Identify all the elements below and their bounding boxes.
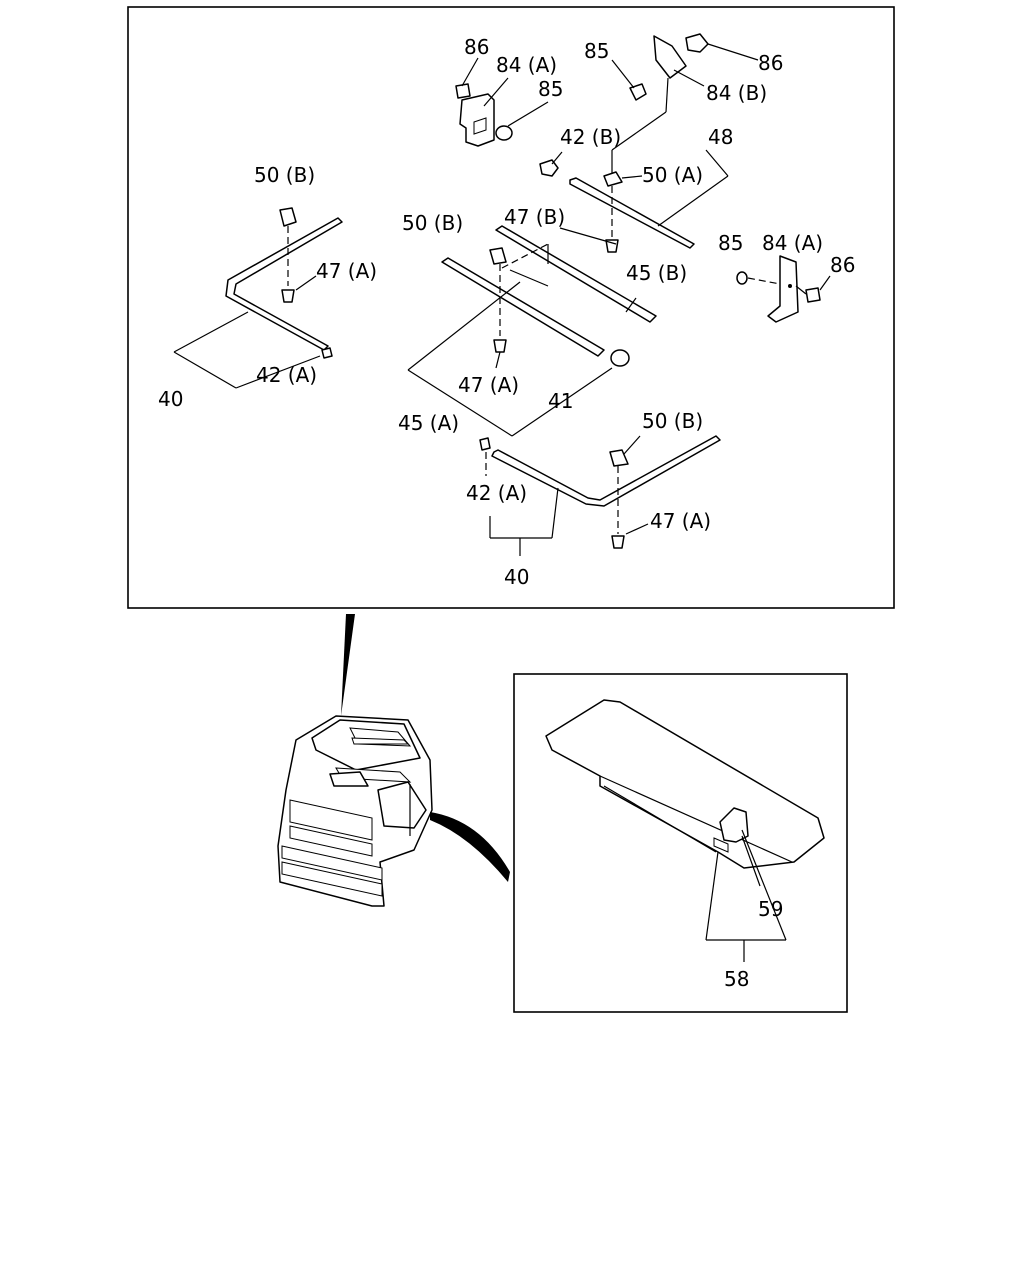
bracket-84a-right	[736, 255, 831, 323]
label-45a: 45 (A)	[398, 411, 459, 435]
detail-frame	[513, 673, 848, 1013]
label-42a: 42 (A)	[256, 363, 317, 387]
bracket-84a-top	[455, 83, 513, 147]
label-50a: 50 (A)	[642, 163, 703, 187]
label-47a: 47 (A)	[316, 259, 377, 283]
label-50b: 50 (B)	[402, 211, 463, 235]
label-42a: 42 (A)	[466, 481, 527, 505]
main-diagram-frame	[127, 6, 895, 609]
label-40: 40	[504, 565, 529, 589]
rail-48	[559, 149, 729, 253]
label-47a: 47 (A)	[650, 509, 711, 533]
label-84b: 84 (B)	[706, 81, 767, 105]
label-50b: 50 (B)	[254, 163, 315, 187]
label-48: 48	[708, 125, 733, 149]
label-59: 59	[758, 897, 783, 921]
label-47a: 47 (A)	[458, 373, 519, 397]
rail-40-left	[173, 207, 343, 389]
bracket-84b	[629, 33, 709, 101]
label-84a: 84 (A)	[762, 231, 823, 255]
label-41: 41	[548, 389, 573, 413]
rail-45a	[441, 257, 605, 357]
label-50b: 50 (B)	[642, 409, 703, 433]
label-84a: 84 (A)	[496, 53, 557, 77]
label-58: 58	[724, 967, 749, 991]
rail-40-bottom	[479, 435, 721, 556]
label-86: 86	[758, 51, 783, 75]
label-86: 86	[464, 35, 489, 59]
label-86: 86	[830, 253, 855, 277]
label-85: 85	[538, 77, 563, 101]
label-47b: 47 (B)	[504, 205, 565, 229]
label-42b: 42 (B)	[560, 125, 621, 149]
pointer-wedge-top	[341, 614, 355, 716]
label-45b: 45 (B)	[626, 261, 687, 285]
leader-lines-top-left	[461, 57, 549, 127]
leader-lines-top-right	[611, 43, 759, 151]
pointer-wedge-detail	[430, 812, 510, 882]
label-40: 40	[158, 387, 183, 411]
center-fasteners	[407, 243, 637, 437]
truck-cab-overview	[277, 715, 433, 907]
label-85: 85	[584, 39, 609, 63]
label-85: 85	[718, 231, 743, 255]
clip-42b	[539, 151, 563, 177]
sun-visor	[545, 699, 825, 962]
